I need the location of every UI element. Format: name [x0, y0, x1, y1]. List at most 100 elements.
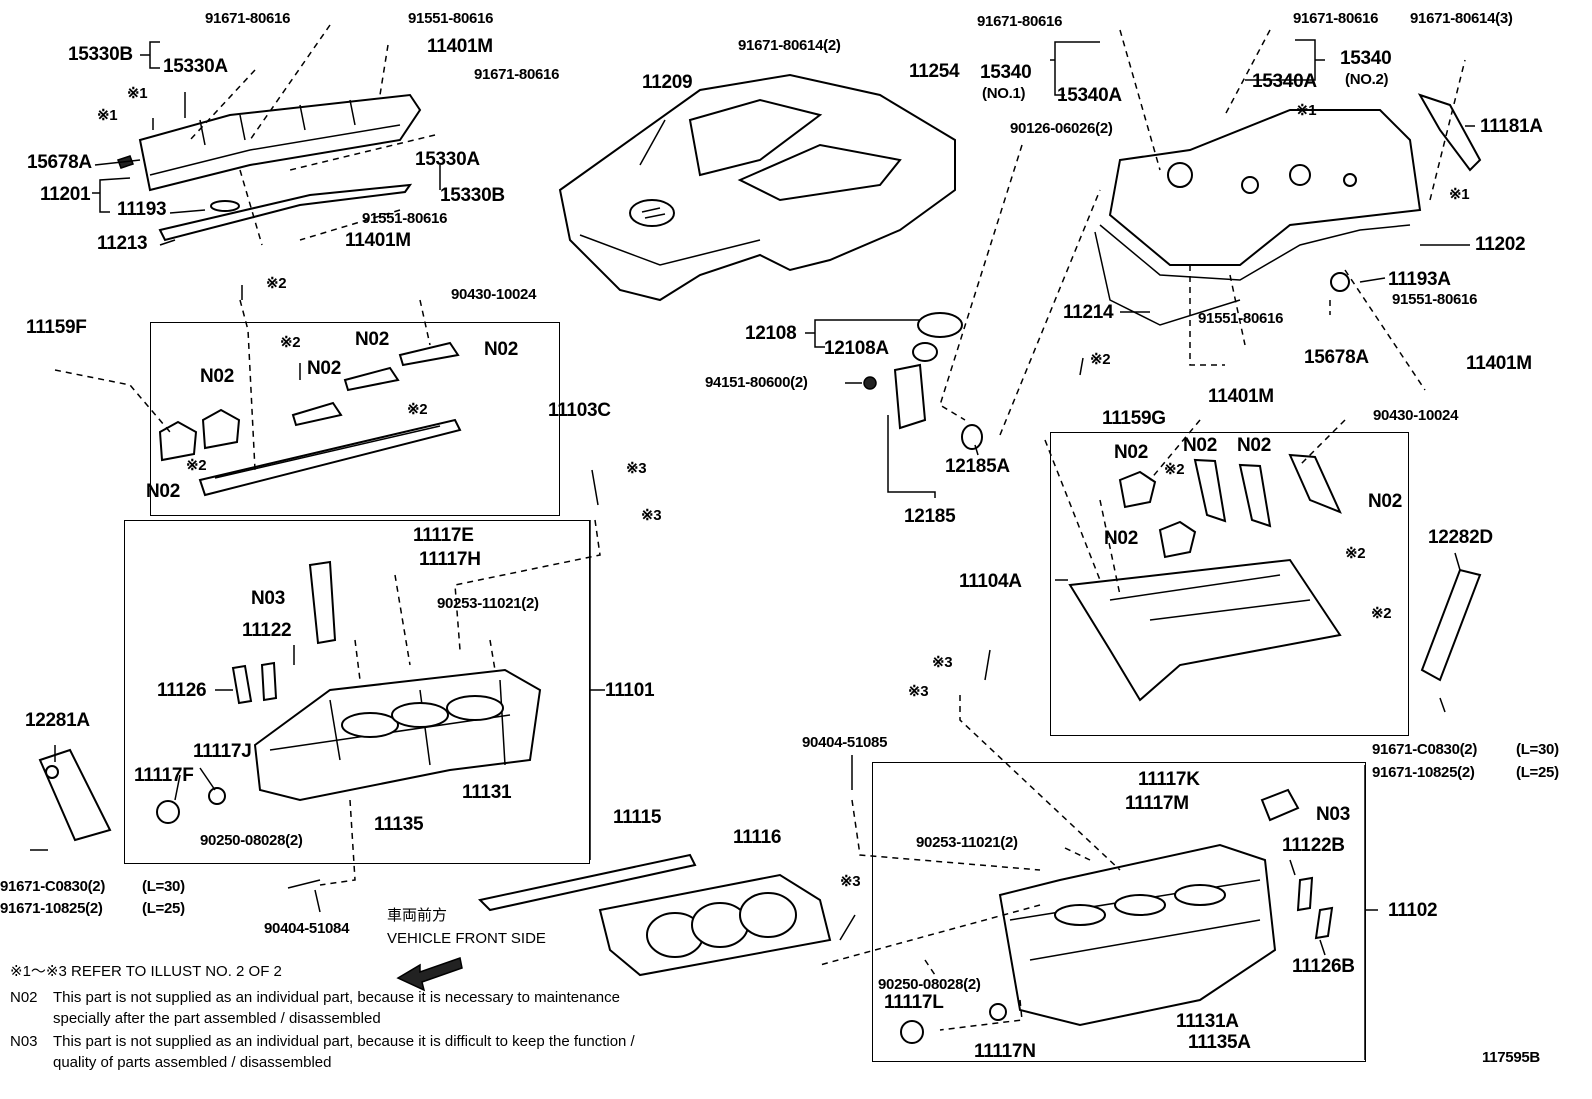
dashed-leaders-drawing [54, 24, 1466, 1031]
part-label: 11117H [419, 549, 481, 570]
part-label: 11104A [959, 571, 1022, 592]
part-label: 11102 [1388, 900, 1438, 921]
part-label: 94151-80600(2) [705, 374, 808, 391]
part-label: 11201 [40, 184, 91, 205]
part-label: 11122B [1282, 835, 1345, 856]
part-label: (L=25) [1516, 764, 1559, 781]
note-n02-line2: specially after the part assembled / dis… [53, 1010, 381, 1027]
group-box-11101 [124, 520, 590, 864]
part-label: 12281A [25, 710, 90, 731]
part-label: 11103C [548, 400, 611, 421]
part-label: ※1 [97, 107, 118, 124]
part-label: ※1 [1449, 186, 1470, 203]
brackets-drawing [38, 93, 1482, 842]
part-label: 11101 [605, 680, 655, 701]
right-valve-cover-drawing [1094, 109, 1422, 326]
part-label: ※3 [908, 683, 929, 700]
part-label: 11254 [909, 61, 960, 82]
part-label: N02 [484, 339, 518, 360]
part-label: 15340 [1340, 48, 1392, 69]
right-cylinder-head-drawing [900, 788, 1334, 1044]
part-label: 15340 [980, 62, 1032, 83]
part-label: 15678A [27, 152, 92, 173]
reference-note: ※1～※3 REFER TO ILLUST NO. 2 OF 2 [10, 963, 282, 980]
part-label: 91551-80616 [408, 10, 494, 27]
part-label: 12108A [824, 338, 889, 359]
part-label: 11115 [613, 807, 662, 828]
part-label: 11193A [1388, 269, 1451, 290]
part-label: 15330B [440, 185, 505, 206]
part-label: 15330A [415, 149, 480, 170]
part-label: 15340A [1252, 71, 1317, 92]
part-label: ※3 [932, 654, 953, 671]
part-label: ※1 [1296, 102, 1317, 119]
part-label: 91551-80616 [1198, 310, 1284, 327]
part-label: 11401M [1466, 353, 1532, 374]
part-label: (L=30) [1516, 741, 1559, 758]
part-label: 11117F [134, 765, 194, 786]
part-label: 90430-10024 [451, 286, 537, 303]
part-label: 11401M [1208, 386, 1274, 407]
part-label: 91671-C0830(2) [0, 878, 106, 895]
part-label: N02 [146, 481, 180, 502]
note-n02-line1: This part is not supplied as an individu… [53, 989, 620, 1006]
part-label: N03 [251, 588, 285, 609]
part-label: 91671-80616 [205, 10, 291, 27]
part-label: 11209 [642, 72, 693, 93]
part-label: N03 [1316, 804, 1350, 825]
group-box-11104a [1050, 432, 1409, 736]
part-label: 90250-08028(2) [878, 976, 981, 993]
part-label: 91671-10825(2) [0, 900, 103, 917]
part-label: ※2 [1090, 351, 1111, 368]
part-label: ※2 [266, 275, 287, 292]
part-label: 11181A [1480, 116, 1543, 137]
part-label: N02 [1114, 442, 1148, 463]
group-box-11103c [150, 322, 560, 516]
part-label: 91551-80616 [1392, 291, 1478, 308]
left-cylinder-head-drawing [156, 560, 542, 824]
note-code-n03: N03 [10, 1033, 38, 1050]
part-label: (L=25) [142, 900, 185, 917]
part-label: ※2 [1371, 605, 1392, 622]
part-label: 12108 [745, 323, 797, 344]
part-label: 11401M [427, 36, 493, 57]
part-label: 11122 [242, 620, 292, 641]
engine-cover-drawing [558, 73, 956, 302]
part-label: 12282D [1428, 527, 1493, 548]
part-label: 91671-80614(3) [1410, 10, 1513, 27]
part-label: 91671-80614(2) [738, 37, 841, 54]
part-label: 11202 [1475, 234, 1526, 255]
part-label: N02 [200, 366, 234, 387]
note-code-n02: N02 [10, 989, 38, 1006]
part-label: 90253-11021(2) [437, 595, 539, 612]
part-label: 11117L [884, 992, 944, 1013]
part-label: (NO.1) [982, 85, 1026, 102]
part-label: 11117M [1125, 793, 1189, 814]
part-label: N02 [355, 329, 389, 350]
part-label: 12185 [904, 506, 956, 527]
part-label: 11214 [1063, 302, 1114, 323]
part-label: 11116 [733, 827, 782, 848]
leader-lines-drawing [30, 39, 1475, 1060]
part-label: 91671-C0830(2) [1372, 741, 1478, 758]
part-label: ※2 [186, 457, 207, 474]
part-label: ※2 [1164, 461, 1185, 478]
part-label: 91671-10825(2) [1372, 764, 1475, 781]
part-label: 90250-08028(2) [200, 832, 303, 849]
part-label: N02 [307, 358, 341, 379]
bolts-drawing [152, 92, 1446, 941]
part-label: 11159G [1102, 408, 1166, 429]
illustration-id: 117595B [1482, 1049, 1540, 1066]
part-label: (L=30) [142, 878, 185, 895]
part-label: 11401M [345, 230, 411, 251]
front-direction-arrow [396, 957, 463, 992]
part-label: 90404-51085 [802, 734, 888, 751]
part-label: ※2 [407, 401, 428, 418]
part-label: 90126-06026(2) [1010, 120, 1113, 137]
part-label: 11131 [462, 782, 512, 803]
part-label: ※1 [127, 85, 148, 102]
part-label: 15678A [1304, 347, 1369, 368]
part-label: 91671-80616 [1293, 10, 1379, 27]
part-label: 11135 [374, 814, 424, 835]
